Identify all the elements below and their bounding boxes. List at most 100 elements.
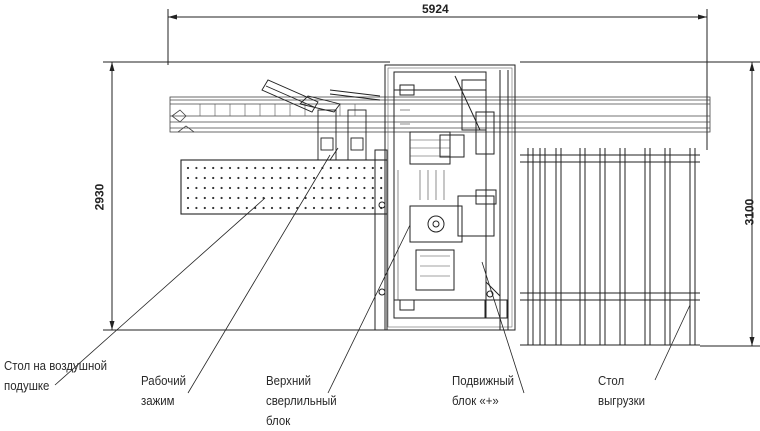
air-table-hole bbox=[304, 166, 307, 170]
air-table-hole bbox=[212, 186, 215, 190]
air-cushion-table bbox=[180, 159, 388, 215]
air-table-hole bbox=[371, 176, 374, 180]
air-table-hole bbox=[254, 176, 257, 180]
air-table-hole bbox=[203, 196, 206, 200]
air-table-hole bbox=[346, 206, 349, 210]
air-table-hole bbox=[304, 206, 307, 210]
air-table-hole bbox=[346, 176, 349, 180]
air-table-hole bbox=[380, 166, 383, 170]
overall-width-dimension bbox=[167, 9, 708, 150]
air-table-hole bbox=[195, 196, 198, 200]
tilted-arm bbox=[261, 79, 381, 113]
left-height-dimension bbox=[103, 61, 390, 331]
air-table-hole bbox=[237, 166, 240, 170]
air-table-hole bbox=[270, 166, 274, 170]
air-table-hole bbox=[338, 196, 341, 200]
unload-table-label-line2: выгрузки bbox=[598, 393, 646, 408]
air-table-hole bbox=[304, 176, 307, 180]
air-table-hole bbox=[220, 206, 223, 210]
air-table-hole bbox=[203, 176, 206, 180]
air-table-hole bbox=[195, 206, 198, 210]
air-table-hole bbox=[312, 176, 316, 180]
air-table-hole bbox=[279, 206, 282, 210]
air-table-hole bbox=[237, 176, 240, 180]
drill-block-label-line3: блок bbox=[266, 413, 291, 428]
air-table-hole bbox=[279, 166, 282, 170]
air-table-hole bbox=[296, 196, 299, 200]
leader-drill-block bbox=[327, 224, 411, 394]
movable-block-label-line1: Подвижный bbox=[452, 373, 515, 388]
air-table-hole bbox=[329, 166, 332, 170]
air-table-hole bbox=[363, 206, 366, 210]
air-table-hole bbox=[321, 196, 324, 200]
air-table-hole bbox=[346, 196, 349, 200]
air-table-hole bbox=[237, 196, 240, 200]
air-table-hole bbox=[354, 166, 358, 170]
air-table-hole bbox=[380, 186, 383, 190]
air-table-hole bbox=[186, 176, 190, 180]
air-table-hole bbox=[245, 196, 248, 200]
air-table-label-line1: Стол на воздушной bbox=[4, 358, 108, 373]
air-table-hole bbox=[212, 176, 215, 180]
drill-block-label-line1: Верхний bbox=[266, 373, 312, 388]
air-table-hole bbox=[321, 176, 324, 180]
drill-block-label: Верхний сверлильный блок bbox=[266, 373, 337, 429]
movable-block-label: Подвижный блок «+» bbox=[452, 373, 514, 409]
air-table-hole bbox=[186, 206, 190, 210]
air-table-hole bbox=[220, 196, 223, 200]
air-table-hole bbox=[245, 176, 248, 180]
air-table-hole bbox=[346, 186, 349, 190]
air-table-hole bbox=[212, 166, 215, 170]
air-table-hole bbox=[262, 176, 265, 180]
air-table-hole bbox=[195, 166, 198, 170]
air-table-hole bbox=[212, 196, 215, 200]
air-table-label-line2: подушке bbox=[4, 378, 50, 393]
unload-table-label: Стол выгрузки bbox=[598, 373, 645, 409]
air-table-hole bbox=[220, 176, 223, 180]
air-table-hole bbox=[338, 176, 341, 180]
air-table-hole bbox=[254, 186, 257, 190]
air-table-hole bbox=[321, 206, 324, 210]
air-table-hole bbox=[245, 206, 248, 210]
air-table-hole bbox=[363, 176, 366, 180]
air-table-hole bbox=[329, 176, 332, 180]
air-table-hole bbox=[321, 186, 324, 190]
air-table-hole bbox=[296, 166, 299, 170]
air-table-hole bbox=[262, 166, 265, 170]
overall-width-label: 5924 bbox=[422, 2, 449, 16]
air-table-hole bbox=[203, 206, 206, 210]
air-table-hole bbox=[279, 186, 282, 190]
air-table-hole bbox=[262, 186, 265, 190]
machine-body bbox=[374, 64, 516, 331]
drill-block-label-line2: сверлильный bbox=[266, 393, 337, 408]
air-table-hole bbox=[371, 196, 374, 200]
air-table-hole bbox=[363, 196, 366, 200]
work-clamp-label: Рабочий зажим bbox=[141, 373, 186, 409]
air-table-hole bbox=[312, 166, 316, 170]
work-clamps bbox=[317, 109, 367, 161]
air-table-hole bbox=[329, 196, 332, 200]
right-height-dimension bbox=[520, 61, 760, 347]
air-table-hole bbox=[195, 186, 198, 190]
unload-table-label-line1: Стол bbox=[598, 373, 625, 388]
leader-lines bbox=[54, 154, 691, 394]
air-table-label: Стол на воздушной подушке bbox=[4, 358, 107, 394]
air-table-hole bbox=[237, 186, 240, 190]
air-table-hole bbox=[371, 186, 374, 190]
air-table-hole bbox=[363, 186, 366, 190]
right-height-label: 3100 bbox=[742, 198, 757, 226]
air-table-hole bbox=[346, 166, 349, 170]
air-table-hole bbox=[296, 176, 299, 180]
leader-air-table bbox=[54, 197, 266, 386]
air-table-hole bbox=[220, 186, 223, 190]
air-table-hole bbox=[354, 206, 358, 210]
air-table-hole bbox=[237, 206, 240, 210]
unloading-table bbox=[520, 148, 700, 346]
work-clamp-label-line2: зажим bbox=[141, 393, 175, 408]
air-table-hole bbox=[228, 206, 232, 210]
air-table-hole bbox=[270, 186, 274, 190]
air-table-hole bbox=[380, 176, 383, 180]
air-table-hole bbox=[228, 196, 232, 200]
air-table-hole bbox=[287, 176, 290, 180]
